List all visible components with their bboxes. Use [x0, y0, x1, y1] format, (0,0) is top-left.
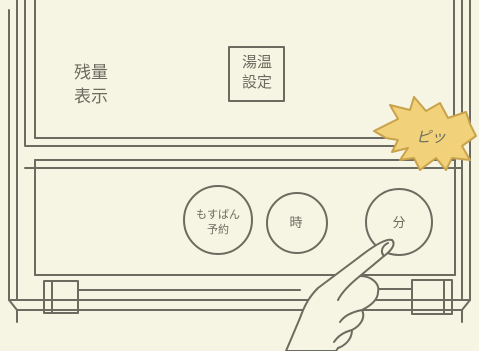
- beep-callout-text: ピッ: [415, 128, 446, 146]
- hour-button-ring: [266, 192, 328, 254]
- hand-pointer-icon: [285, 238, 395, 351]
- beep-starburst-icon: [373, 96, 477, 171]
- reserve-button[interactable]: もすばん 予約: [196, 208, 240, 236]
- time-set-button[interactable]: 湯温 設定: [241, 53, 272, 91]
- remaining-display-label: 残量 表示: [74, 63, 108, 107]
- reserve-button-ring: [183, 185, 253, 255]
- time-set-frame: [228, 46, 285, 102]
- panel-base: [8, 299, 471, 323]
- left-clip-icon: [43, 280, 301, 314]
- panel-outer-frame: [8, 0, 471, 301]
- minute-button[interactable]: 分: [392, 216, 406, 231]
- control-strip: [24, 159, 463, 276]
- hour-button[interactable]: 時: [289, 216, 303, 231]
- minute-button-ring: [365, 188, 433, 256]
